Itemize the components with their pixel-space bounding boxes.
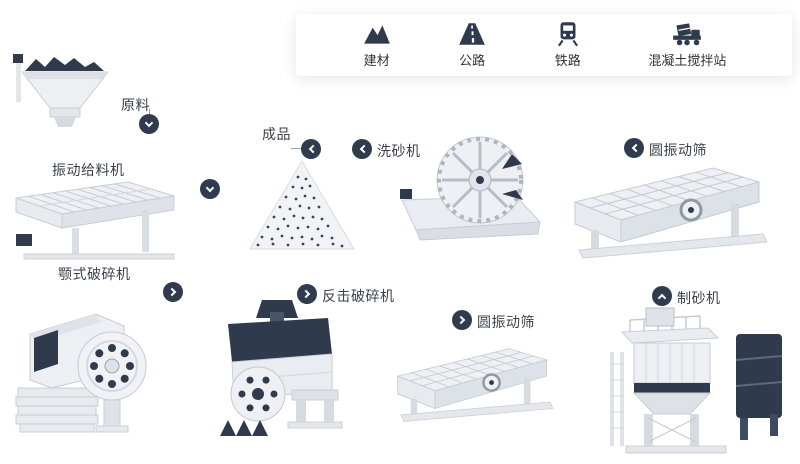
sand-maker-arrow-badge bbox=[652, 286, 672, 306]
legend-label: 铁路 bbox=[554, 53, 581, 68]
railway-icon bbox=[557, 22, 578, 47]
application-legend-panel: 建材 公路 铁路 bbox=[296, 14, 792, 76]
road-icon bbox=[459, 23, 486, 45]
chevron-left-icon bbox=[631, 143, 640, 153]
legend-label: 建材 bbox=[363, 53, 390, 68]
jaw-crusher-label: 颚式破碎机 bbox=[58, 266, 131, 282]
chevron-down-icon bbox=[144, 118, 154, 127]
raw-material-label: 原料 bbox=[121, 97, 150, 113]
sand-washer-illustration bbox=[400, 136, 542, 241]
vibrating-feeder-label: 振动给料机 bbox=[52, 162, 125, 178]
jaw-crusher-arrow-badge bbox=[163, 282, 183, 302]
sand-washer-arrow-badge bbox=[352, 139, 372, 159]
legend-label: 公路 bbox=[459, 53, 486, 68]
finished-product-label: 成品 bbox=[262, 126, 291, 142]
raw-material-arrow-badge bbox=[139, 114, 159, 134]
connector-line bbox=[149, 109, 150, 114]
jaw-crusher-illustration bbox=[15, 313, 147, 433]
chevron-down-icon bbox=[205, 183, 215, 192]
vibrating-feeder-illustration bbox=[15, 181, 175, 260]
impact-crusher-label: 反击破碎机 bbox=[322, 288, 395, 304]
connector-line bbox=[291, 148, 301, 149]
circular-screen-bottom-label: 圆振动筛 bbox=[477, 314, 535, 330]
finished-product-arrow-badge bbox=[301, 139, 321, 159]
chevron-up-icon bbox=[657, 293, 667, 302]
impact-crusher-illustration bbox=[220, 300, 343, 436]
circular-screen-top-arrow-badge bbox=[624, 138, 644, 158]
raw-material-hopper-illustration bbox=[13, 54, 110, 127]
legend-label: 混凝土搅拌站 bbox=[648, 53, 727, 68]
legend-item-highway: 公路 bbox=[457, 21, 487, 69]
circular-screen-bottom-arrow-badge bbox=[452, 310, 472, 330]
vibrating-feeder-arrow-badge bbox=[200, 179, 220, 199]
concrete-mixing-plant-icon bbox=[673, 23, 702, 46]
chevron-left-icon bbox=[308, 144, 317, 154]
circular-screen-top-illustration bbox=[573, 167, 768, 259]
legend-item-building-materials: 建材 bbox=[362, 21, 392, 69]
circular-screen-bottom-illustration bbox=[396, 348, 554, 422]
chevron-right-icon bbox=[301, 289, 310, 299]
legend-item-concrete-mixing-plant: 混凝土搅拌站 bbox=[648, 21, 726, 69]
chevron-right-icon bbox=[167, 287, 176, 297]
legend-item-railway: 铁路 bbox=[553, 21, 583, 69]
chevron-left-icon bbox=[359, 144, 368, 154]
circular-screen-top-label: 圆振动筛 bbox=[649, 142, 707, 158]
chevron-right-icon bbox=[456, 315, 465, 325]
sand-maker-illustration bbox=[610, 307, 783, 454]
finished-product-pile-illustration bbox=[249, 160, 355, 250]
sand-washer-label: 洗砂机 bbox=[377, 143, 421, 159]
impact-crusher-arrow-badge bbox=[297, 284, 317, 304]
sand-maker-label: 制砂机 bbox=[677, 290, 721, 306]
building-materials-icon bbox=[363, 25, 390, 44]
